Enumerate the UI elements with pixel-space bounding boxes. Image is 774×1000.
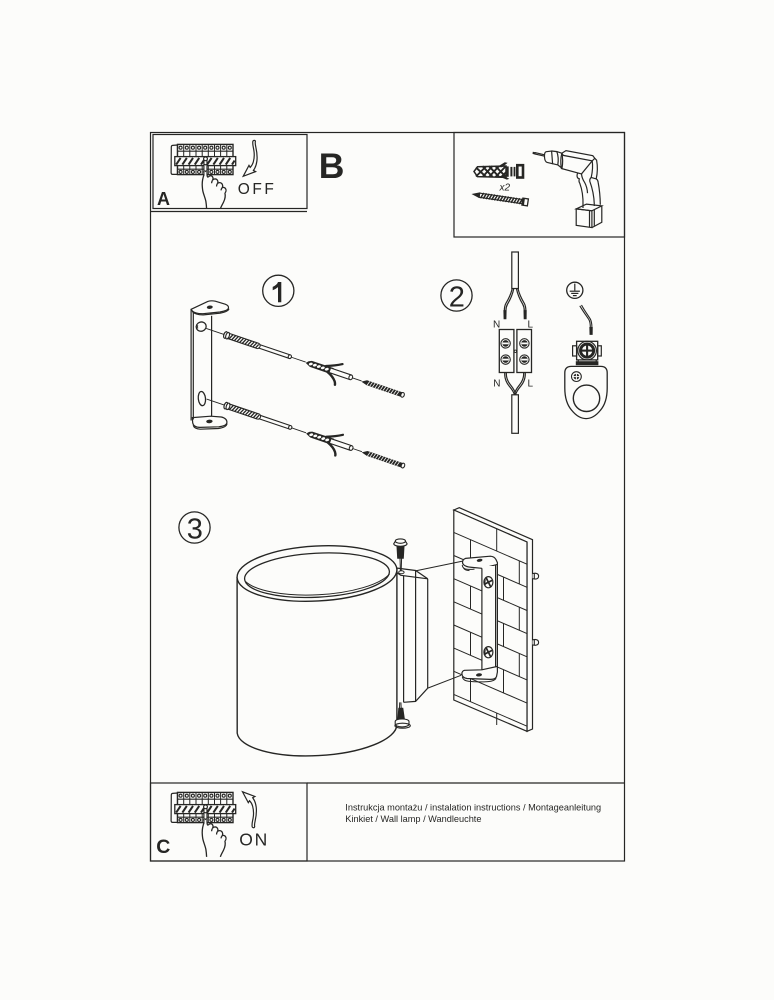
svg-text:2: 2 (449, 281, 465, 313)
svg-text:x2: x2 (499, 182, 511, 193)
svg-text:Kinkiet / Wall lamp / Wandleuc: Kinkiet / Wall lamp / Wandleuchte (345, 814, 481, 824)
svg-text:N: N (493, 378, 500, 389)
svg-text:C: C (156, 836, 170, 858)
svg-text:OFF: OFF (238, 181, 276, 198)
svg-text:Instrukcja montażu / instalati: Instrukcja montażu / instalation instruc… (345, 803, 601, 813)
svg-text:L: L (528, 379, 534, 390)
svg-text:B: B (319, 146, 345, 186)
svg-text:N: N (493, 320, 500, 331)
svg-text:A: A (157, 189, 170, 209)
svg-text:3: 3 (187, 514, 203, 546)
svg-text:L: L (528, 320, 534, 331)
svg-text:ON: ON (239, 830, 269, 850)
